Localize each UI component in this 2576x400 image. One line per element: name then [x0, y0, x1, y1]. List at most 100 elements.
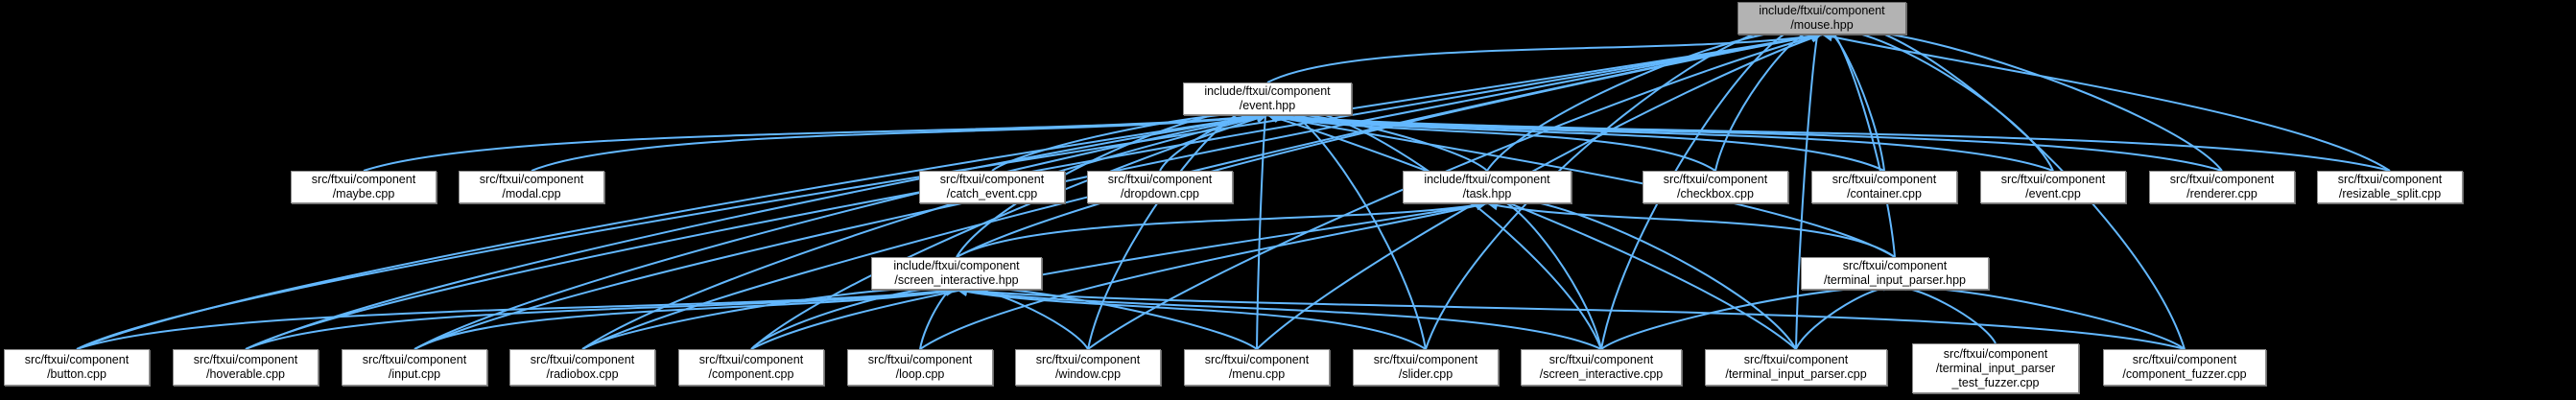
- graph-node-slider-cpp[interactable]: src/ftxui/component/slider.cpp: [1353, 349, 1499, 386]
- graph-node-screen-interactive-cpp[interactable]: src/ftxui/component/screen_interactive.c…: [1521, 349, 1682, 386]
- node-label-line2: /dropdown.cpp: [1120, 187, 1199, 200]
- graph-node-menu-cpp[interactable]: src/ftxui/component/menu.cpp: [1184, 349, 1330, 386]
- graph-node-dropdown-cpp[interactable]: src/ftxui/component/dropdown.cpp: [1087, 171, 1233, 203]
- graph-edge: [956, 289, 1427, 350]
- graph-node-screen-interactive-hpp[interactable]: include/ftxui/component/screen_interacti…: [871, 257, 1042, 290]
- graph-edge: [245, 289, 957, 350]
- graph-edge: [1266, 114, 1797, 350]
- node-label-line1: include/ftxui/component: [1759, 4, 1885, 17]
- node-label-line2: /checkbox.cpp: [1677, 187, 1754, 200]
- node-label-line1: src/ftxui/component: [1107, 173, 1213, 186]
- node-label-line1: include/ftxui/component: [1424, 173, 1550, 186]
- node-label-line2: /terminal_input_parser.hpp: [1823, 273, 1966, 287]
- graph-edge: [750, 202, 1488, 350]
- graph-node-mouse-hpp[interactable]: include/ftxui/component/mouse.hpp: [1737, 2, 1906, 35]
- node-label-line1: src/ftxui/component: [698, 353, 804, 366]
- graph-edge: [531, 114, 1268, 172]
- graph-edge: [1266, 114, 2054, 172]
- graph-node-tip-test-fuzzer-cpp[interactable]: src/ftxui/component/terminal_input_parse…: [1912, 343, 2079, 393]
- graph-edge: [956, 289, 2186, 350]
- graph-edge: [76, 289, 957, 350]
- graph-node-catch-event-cpp[interactable]: src/ftxui/component/catch_event.cpp: [919, 171, 1065, 203]
- node-label-line2: /button.cpp: [47, 367, 106, 381]
- graph-node-hoverable-cpp[interactable]: src/ftxui/component/hoverable.cpp: [173, 349, 319, 386]
- graph-node-renderer-cpp[interactable]: src/ftxui/component/renderer.cpp: [2149, 171, 2295, 203]
- graph-node-terminal-input-parser-hpp[interactable]: src/ftxui/component/terminal_input_parse…: [1801, 257, 1989, 290]
- node-label-line2: /resizable_split.cpp: [2338, 187, 2442, 200]
- graph-edge: [1821, 34, 2391, 172]
- graph-edge-arrowhead: [1267, 113, 1279, 124]
- graph-edge-arrowhead: [1256, 113, 1267, 124]
- node-label-line1: include/ftxui/component: [893, 259, 1020, 272]
- graph-node-terminal-input-parser-cpp[interactable]: src/ftxui/component/terminal_input_parse…: [1705, 349, 1887, 386]
- node-label-line3: _test_fuzzer.cpp: [1951, 375, 2040, 389]
- graph-edge: [414, 289, 957, 350]
- graph-node-input-cpp[interactable]: src/ftxui/component/input.cpp: [342, 349, 487, 386]
- graph-edge: [919, 202, 1488, 350]
- node-label-line1: src/ftxui/component: [1548, 353, 1654, 366]
- graph-node-event-hpp[interactable]: include/ftxui/component/event.hpp: [1183, 82, 1352, 115]
- graph-node-container-cpp[interactable]: src/ftxui/component/container.cpp: [1811, 171, 1957, 203]
- node-label-line2: /renderer.cpp: [2186, 187, 2257, 200]
- graph-edge: [363, 114, 1268, 172]
- graph-node-task-hpp[interactable]: include/ftxui/component/task.hpp: [1403, 171, 1572, 203]
- graph-edge: [956, 202, 1488, 258]
- node-label-line2: /modal.cpp: [502, 187, 561, 200]
- graph-edge: [750, 114, 1268, 350]
- node-label-line1: src/ftxui/component: [1832, 173, 1937, 186]
- graph-node-radiobox-cpp[interactable]: src/ftxui/component/radiobox.cpp: [509, 349, 655, 386]
- graph-edge: [245, 114, 1268, 350]
- node-label-line2: /screen_interactive.cpp: [1539, 367, 1664, 381]
- node-label-line1: src/ftxui/component: [1035, 353, 1141, 366]
- node-label-line2: /hoverable.cpp: [205, 367, 285, 381]
- node-label-line1: src/ftxui/component: [2000, 173, 2106, 186]
- graph-edge: [1266, 34, 1823, 83]
- node-label-line2: /terminal_input_parser.cpp: [1725, 367, 1867, 381]
- graph-node-component-fuzzer-cpp[interactable]: src/ftxui/component/component_fuzzer.cpp: [2103, 349, 2266, 386]
- graph-node-checkbox-cpp[interactable]: src/ftxui/component/checkbox.cpp: [1642, 171, 1788, 203]
- node-label-line2: /menu.cpp: [1228, 367, 1286, 381]
- node-label-line1: src/ftxui/component: [1842, 259, 1948, 272]
- node-label-line2: /catch_event.cpp: [946, 187, 1038, 200]
- graph-edge: [1486, 198, 1797, 350]
- node-label-line1: src/ftxui/component: [24, 353, 130, 366]
- node-label-line2: /event.cpp: [2025, 187, 2081, 200]
- node-label-line2: /mouse.hpp: [1790, 18, 1854, 32]
- graph-edge: [1894, 287, 1997, 344]
- graph-node-modal-cpp[interactable]: src/ftxui/component/modal.cpp: [459, 171, 604, 203]
- node-label-line1: src/ftxui/component: [1943, 346, 2048, 361]
- node-label-line2: /input.cpp: [388, 367, 441, 381]
- node-label-line1: src/ftxui/component: [530, 353, 635, 366]
- node-label-line2: /component.cpp: [708, 367, 794, 381]
- graph-edge: [1256, 106, 1268, 350]
- graph-node-button-cpp[interactable]: src/ftxui/component/button.cpp: [4, 349, 150, 386]
- graph-edge: [1266, 114, 1716, 172]
- node-label-line1: src/ftxui/component: [939, 173, 1045, 186]
- graph-node-window-cpp[interactable]: src/ftxui/component/window.cpp: [1015, 349, 1161, 386]
- graph-edge: [76, 114, 1268, 350]
- graph-edge: [414, 34, 1823, 350]
- node-label-line2: /maybe.cpp: [332, 187, 395, 200]
- node-label-line2: /container.cpp: [1847, 187, 1922, 200]
- node-label-line1: src/ftxui/component: [1373, 353, 1478, 366]
- node-label-line2: /task.hpp: [1462, 187, 1512, 200]
- node-label-line1: src/ftxui/component: [1663, 173, 1768, 186]
- node-label-line1: src/ftxui/component: [2132, 353, 2237, 366]
- graph-edge: [1266, 114, 1896, 258]
- graph-node-event-cpp[interactable]: src/ftxui/component/event.cpp: [1980, 171, 2126, 203]
- graph-edge-arrowhead: [1810, 33, 1822, 42]
- graph-node-component-cpp[interactable]: src/ftxui/component/component.cpp: [678, 349, 824, 386]
- graph-node-resizable-split-cpp[interactable]: src/ftxui/component/resizable_split.cpp: [2317, 171, 2463, 203]
- node-label-line1: src/ftxui/component: [2169, 173, 2275, 186]
- graph-edge: [581, 114, 1268, 350]
- graph-edge: [956, 289, 1602, 350]
- node-label-line2: /event.hpp: [1239, 99, 1296, 112]
- graph-edge: [1266, 114, 2391, 172]
- node-label-line1: src/ftxui/component: [1743, 353, 1849, 366]
- node-label-line1: src/ftxui/component: [311, 173, 416, 186]
- graph-node-loop-cpp[interactable]: src/ftxui/component/loop.cpp: [847, 349, 993, 386]
- graph-node-maybe-cpp[interactable]: src/ftxui/component/maybe.cpp: [291, 171, 437, 203]
- node-label-line1: src/ftxui/component: [1204, 353, 1310, 366]
- node-label-line1: src/ftxui/component: [867, 353, 973, 366]
